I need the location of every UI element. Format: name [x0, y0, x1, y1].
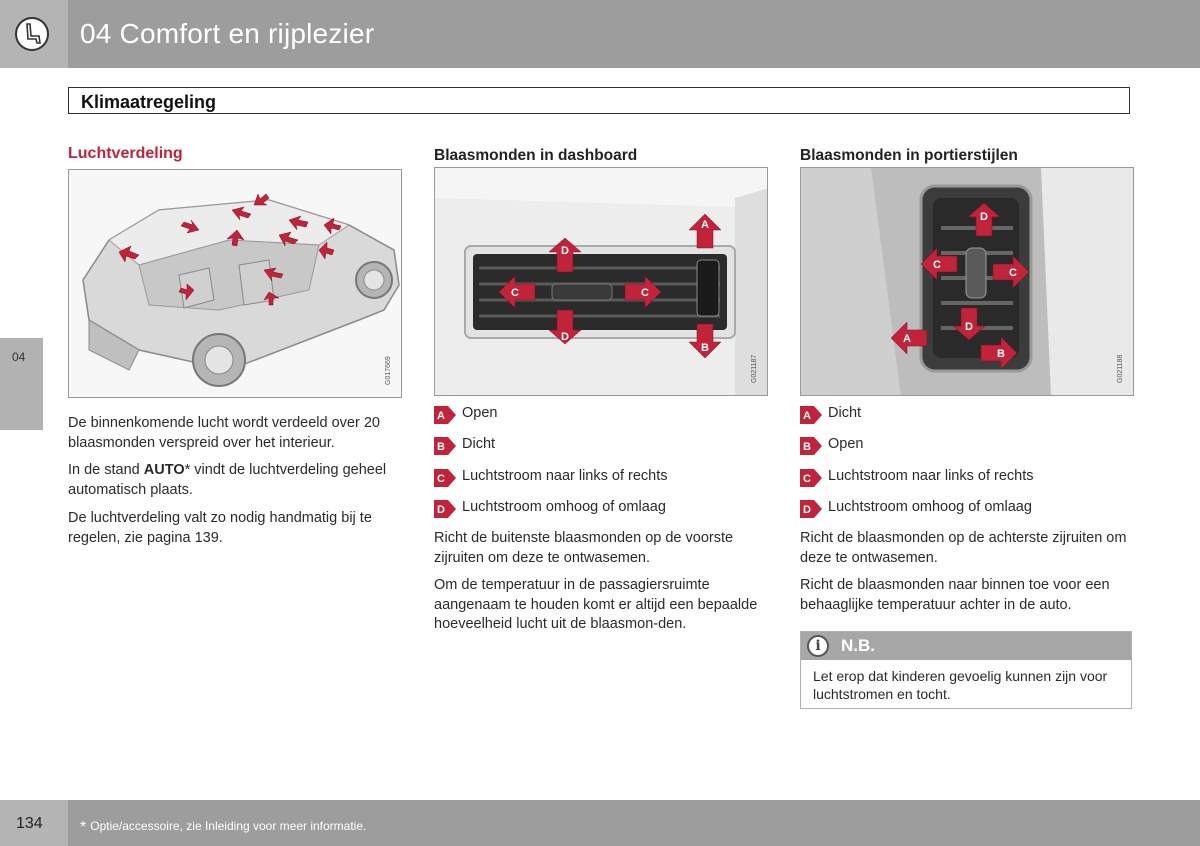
legend-text: Luchtstroom naar links of rechts: [462, 468, 668, 484]
badge-d-icon: D: [434, 500, 456, 518]
section-box: Klimaatregeling: [68, 87, 1130, 114]
badge-c-icon: C: [800, 469, 822, 487]
chapter-title: 04 Comfort en rijplezier: [80, 18, 375, 49]
svg-text:D: D: [561, 331, 569, 343]
seat-icon: [15, 17, 49, 51]
svg-text:A: A: [803, 410, 811, 422]
figure-code: G017669: [385, 356, 392, 385]
svg-text:C: C: [933, 259, 941, 271]
paragraph-manual: De luchtverdeling valt zo nodig handmati…: [68, 510, 372, 546]
auto-keyword: AUTO: [143, 462, 185, 478]
svg-text:B: B: [803, 441, 811, 453]
svg-text:B: B: [437, 441, 445, 453]
dashboard-vent-illustration: D D C C A B: [435, 168, 767, 395]
svg-text:D: D: [437, 504, 445, 516]
paragraph-temperature: Om de temperatuur in de passagiersruimte…: [434, 577, 758, 632]
paragraph-auto: In de stand AUTO* vindt de luchtverdelin…: [68, 461, 403, 500]
paragraph-rear-comfort: Richt de blaasmonden naar binnen toe voo…: [800, 577, 1110, 613]
car-airflow-figure: G017669: [68, 169, 402, 398]
paragraph-intro: De binnenkomende lucht wordt verdeeld ov…: [68, 415, 380, 451]
svg-text:A: A: [437, 410, 445, 422]
figure-code: G021187: [751, 354, 758, 383]
figure-code: G021188: [1117, 354, 1124, 383]
legend-text: Luchtstroom omhoog of omlaag: [828, 499, 1032, 515]
section-title: Klimaatregeling: [81, 92, 217, 112]
paragraph-auto-start: In de stand: [68, 462, 144, 478]
pillar-vent-figure: D D C C A B G021188: [800, 167, 1134, 396]
footer-band: [0, 800, 1200, 846]
badge-a-icon: A: [800, 406, 822, 424]
badge-b-icon: B: [800, 437, 822, 455]
svg-text:C: C: [641, 287, 649, 299]
footnote-star: *: [80, 819, 87, 836]
dashboard-vent-figure: D D C C A B G021187: [434, 167, 768, 396]
footnote: *Optie/accessoire, zie Inleiding voor me…: [80, 817, 367, 836]
chapter-icon-box: [0, 0, 68, 68]
svg-text:B: B: [701, 342, 709, 354]
paragraph-auto-end: * vindt de luchtverdeling geheel automat…: [68, 462, 387, 498]
svg-text:C: C: [1009, 267, 1017, 279]
badge-d-icon: D: [800, 500, 822, 518]
note-text: Let erop dat kinderen gevoelig kunnen zi…: [813, 668, 1108, 702]
badge-a-icon: A: [434, 406, 456, 424]
note-header: i N.B.: [801, 632, 1131, 660]
dashboard-vents-heading: Blaasmonden in dashboard: [434, 147, 638, 164]
svg-text:C: C: [437, 473, 445, 485]
legend-text: Luchtstroom omhoog of omlaag: [462, 499, 666, 515]
svg-text:C: C: [803, 473, 811, 485]
legend-text: Dicht: [462, 436, 496, 452]
chapter-side-tab[interactable]: 04: [0, 338, 43, 430]
svg-text:D: D: [803, 504, 811, 516]
paragraph-rear-defog: Richt de blaasmonden op de achterste zij…: [800, 530, 1127, 566]
legend-text: Open: [462, 405, 498, 421]
note-box: i N.B. Let erop dat kinderen gevoelig ku…: [800, 631, 1132, 709]
badge-b-icon: B: [434, 437, 456, 455]
pillar-vents-heading: Blaasmonden in portierstijlen: [800, 147, 1018, 164]
legend-text: Dicht: [828, 405, 862, 421]
chapter-side-tab-label: 04: [12, 350, 26, 364]
svg-text:D: D: [965, 321, 973, 333]
svg-text:D: D: [980, 211, 988, 223]
svg-text:C: C: [511, 287, 519, 299]
pillar-vent-illustration: D D C C A B: [801, 168, 1133, 395]
info-icon: i: [807, 635, 829, 657]
legend-text: Luchtstroom naar links of rechts: [828, 468, 1034, 484]
header-band: [0, 0, 1200, 68]
car-illustration: [69, 170, 401, 397]
svg-text:A: A: [701, 219, 709, 231]
luchtverdeling-heading: Luchtverdeling: [68, 145, 183, 162]
legend-text: Open: [828, 436, 864, 452]
svg-text:B: B: [997, 348, 1005, 360]
footnote-text: Optie/accessoire, zie Inleiding voor mee…: [90, 819, 367, 833]
page-number: 134: [16, 815, 43, 832]
note-label: N.B.: [841, 636, 875, 655]
svg-text:A: A: [903, 333, 911, 345]
badge-c-icon: C: [434, 469, 456, 487]
paragraph-defog: Richt de buitenste blaasmonden op de voo…: [434, 530, 734, 566]
svg-text:D: D: [561, 245, 569, 257]
page-number-box: [0, 800, 68, 846]
